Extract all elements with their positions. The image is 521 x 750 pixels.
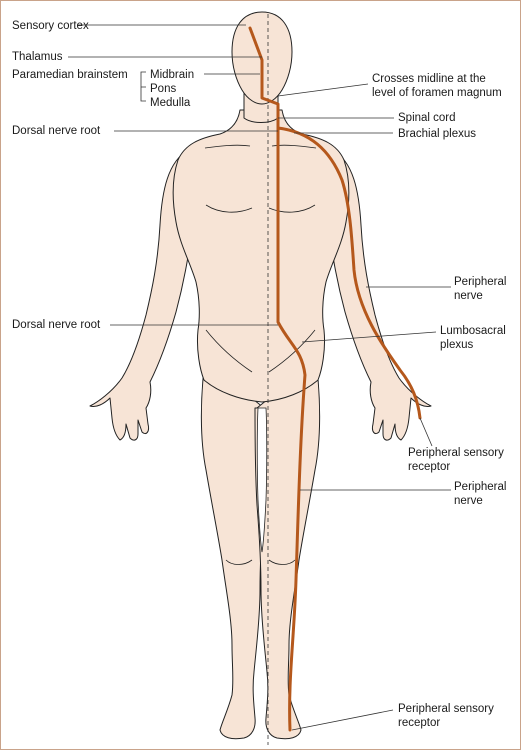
label-crosses-midline-line2: level of foramen magnum	[372, 87, 502, 99]
leader-receptor-foot	[291, 709, 394, 731]
label-dorsal-nerve-root-upper: Dorsal nerve root	[12, 125, 101, 137]
label-thalamus: Thalamus	[12, 51, 63, 63]
label-lumbosacral-line1: Lumbosacral	[440, 325, 506, 337]
label-peripheral-nerve-leg-line1: Peripheral	[454, 481, 506, 493]
leader-crosses-midline	[277, 83, 369, 97]
leader-lines	[68, 24, 451, 731]
label-spinal-cord: Spinal cord	[398, 112, 456, 124]
label-receptor-foot-line1: Peripheral sensory	[398, 703, 494, 715]
right-arm	[89, 149, 201, 441]
label-peripheral-nerve-arm-line2: nerve	[454, 290, 483, 302]
inguinal-left	[268, 329, 316, 373]
torso	[172, 109, 350, 403]
clavicle-right	[204, 144, 251, 149]
label-midbrain: Midbrain	[150, 69, 194, 81]
label-receptor-hand-line1: Peripheral sensory	[408, 447, 504, 459]
knee-left	[268, 559, 296, 565]
label-paramedian-brainstem: Paramedian brainstem	[12, 69, 128, 81]
leader-lumbosacral	[301, 331, 437, 343]
label-pons: Pons	[150, 83, 176, 95]
knee-right	[225, 559, 253, 565]
brainstem-bracket	[140, 71, 146, 102]
label-lumbosacral-line2: plexus	[440, 339, 473, 351]
inguinal-right	[205, 329, 253, 373]
clavicle-left	[271, 144, 317, 149]
chest-left	[268, 204, 316, 213]
label-brachial-plexus: Brachial plexus	[398, 128, 476, 140]
label-peripheral-nerve-leg-line2: nerve	[454, 495, 483, 507]
chest-right	[205, 204, 253, 213]
left-leg	[254, 359, 321, 740]
label-receptor-hand-line2: receptor	[408, 461, 450, 473]
label-medulla: Medulla	[150, 97, 191, 109]
sensory-pathway	[248, 26, 422, 732]
leg-gap	[256, 407, 268, 553]
label-sensory-cortex: Sensory cortex	[12, 20, 89, 32]
label-receptor-foot-line2: receptor	[398, 717, 440, 729]
left-arm	[320, 149, 432, 441]
labels: Sensory cortex Thalamus Paramedian brain…	[12, 20, 506, 729]
label-crosses-midline-line1: Crosses midline at the	[372, 73, 486, 85]
leader-receptor-hand	[419, 417, 433, 447]
label-peripheral-nerve-arm-line1: Peripheral	[454, 276, 506, 288]
label-dorsal-nerve-root-lower: Dorsal nerve root	[12, 319, 101, 331]
body-silhouette	[89, 11, 432, 740]
